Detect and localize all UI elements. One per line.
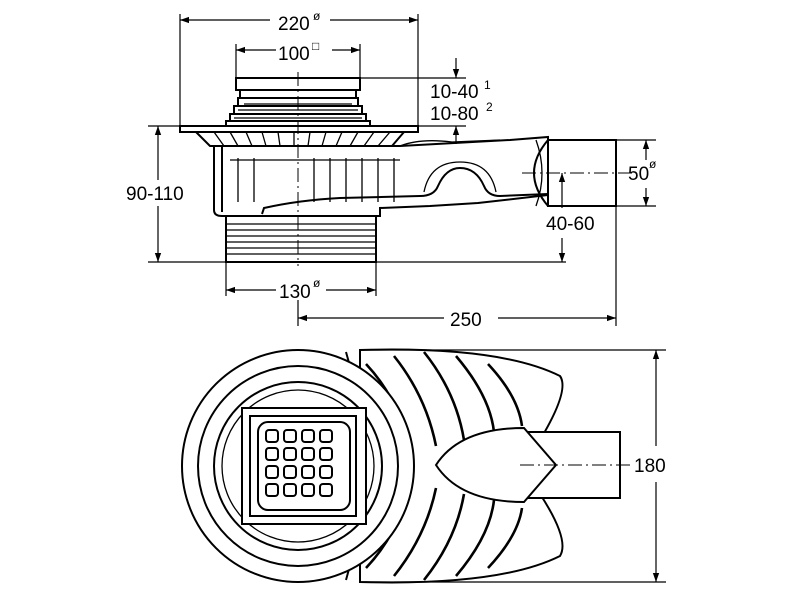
dimension-total-height: 90-110 [124,125,566,263]
grate-size-mark: □ [312,39,319,53]
dimension-height-adjust: 10-40 1 10-80 2 [360,58,493,144]
outlet [434,426,640,504]
length-label: 250 [450,310,482,331]
side-view [179,72,632,266]
total-height-label: 90-110 [126,184,184,205]
outlet-height-label: 40-60 [546,214,595,235]
grate-size-label: 100 [278,44,310,65]
outer-diameter-label: 220 [278,14,310,35]
dimension-outer-diameter: 220 ø [179,9,419,126]
dimension-outlet-diameter: 50 ø [616,139,657,207]
dimension-outlet-height: 40-60 [544,173,606,262]
flange [179,125,419,147]
dimension-grate: 100 □ [235,39,361,78]
height-range-1-sup: 1 [484,78,491,92]
thread-diameter-label: 130 [279,282,311,303]
grate [241,407,367,525]
height-range-2-sup: 2 [486,100,493,114]
thread-diameter-mark: ø [313,276,321,290]
outlet-diameter-mark: ø [649,157,657,171]
thread-socket [225,215,377,263]
dimension-length: 250 [297,206,617,331]
height-range-2-label: 10-80 [430,104,479,125]
height-range-1-label: 10-40 [430,82,479,103]
outlet-diameter-label: 50 [628,164,649,185]
top-view [181,348,640,584]
outer-diameter-mark: ø [313,9,321,23]
width-label: 180 [634,456,666,477]
dimension-width: 180 [360,349,680,583]
dimension-thread-diameter: 130 ø [225,262,377,303]
drain-body [213,135,617,217]
